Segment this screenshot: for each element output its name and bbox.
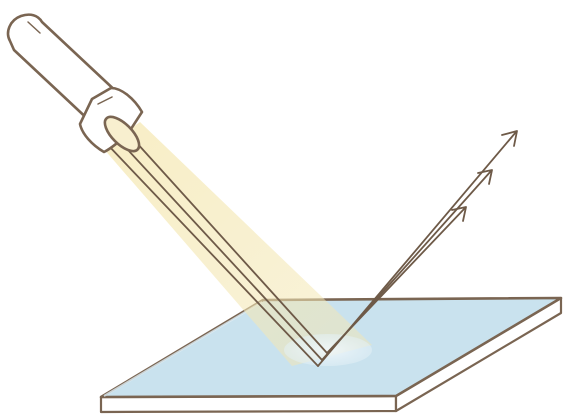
flashlight-icon <box>8 15 145 157</box>
mirror-highlight-stroke <box>106 402 392 403</box>
incident-ray <box>126 131 327 353</box>
mirror-front-edge <box>101 396 396 412</box>
beam-hotspot <box>284 334 372 366</box>
